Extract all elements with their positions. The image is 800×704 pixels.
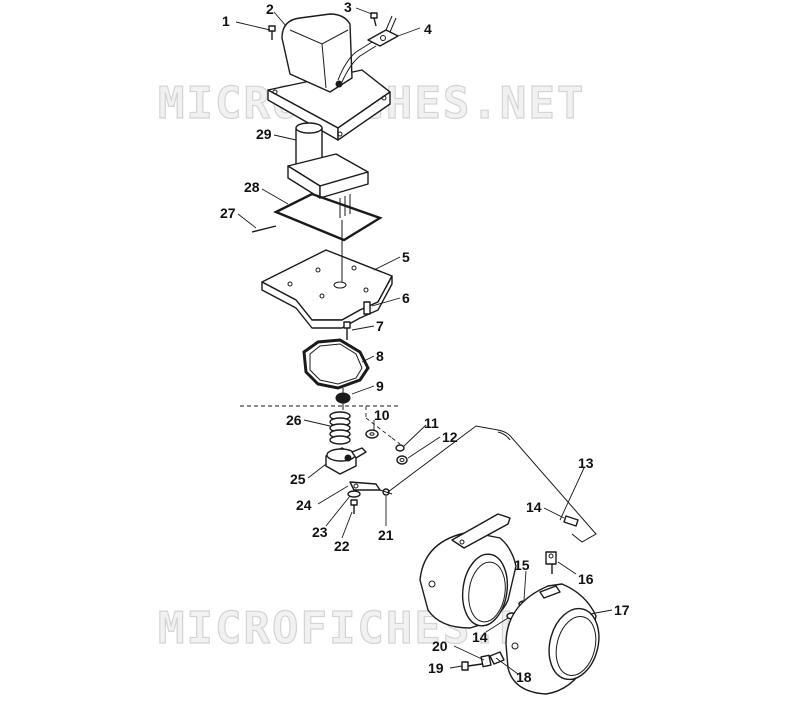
part-3-screw	[370, 12, 378, 27]
part-22-screw	[350, 499, 358, 514]
throttle-body-left	[419, 513, 517, 629]
callout-23: 23	[312, 524, 328, 540]
part-27-pin	[251, 225, 277, 233]
part-6-spacer	[363, 301, 371, 315]
callout-labels: 1 2 3 4 5 6 7 8 9 10 11 12 13 14 14 15 1…	[220, 0, 630, 685]
callout-13: 13	[578, 455, 594, 471]
callout-25: 25	[290, 471, 306, 487]
callout-16: 16	[578, 571, 594, 587]
part-13-rod	[387, 425, 597, 543]
part-20-spacer	[480, 654, 492, 668]
callout-18: 18	[516, 669, 532, 685]
callout-14-upper: 14	[526, 499, 542, 515]
callout-7: 7	[376, 318, 384, 334]
callout-27: 27	[220, 205, 236, 221]
part-14-bushing-upper	[563, 515, 579, 527]
callout-8: 8	[376, 348, 384, 364]
callout-29: 29	[256, 126, 272, 142]
part-11-washer	[395, 444, 405, 452]
part-5-base-plate	[261, 220, 393, 329]
callout-leader-lines	[235, 7, 613, 675]
callout-11: 11	[424, 415, 439, 431]
callout-24: 24	[296, 497, 312, 513]
part-16-linkage-end	[545, 551, 557, 574]
part-17-throttle-body-right	[505, 583, 600, 695]
callout-15: 15	[514, 557, 530, 573]
part-25-actuator	[325, 447, 367, 475]
part-29-motor	[287, 122, 369, 218]
callout-5: 5	[402, 249, 410, 265]
callout-26: 26	[286, 412, 302, 428]
callout-12: 12	[442, 429, 458, 445]
part-26-spring	[329, 411, 351, 445]
callout-6: 6	[402, 290, 410, 306]
callout-19: 19	[428, 660, 444, 676]
part-28-gasket	[273, 192, 383, 242]
part-4-bracket-plate	[367, 15, 399, 47]
callout-21: 21	[378, 527, 394, 543]
part-19-screw	[461, 661, 483, 671]
assembly-guide-lines	[240, 405, 401, 445]
part-1-screw	[268, 25, 276, 40]
callout-20: 20	[432, 638, 448, 654]
part-7-screw	[343, 321, 351, 340]
callout-10: 10	[374, 407, 390, 423]
callout-2: 2	[266, 1, 274, 17]
part-23-washer	[347, 490, 361, 498]
part-21-clip	[379, 488, 393, 496]
part-9-nut	[335, 388, 351, 410]
part-8-gasket	[302, 338, 370, 390]
callout-28: 28	[244, 179, 260, 195]
callout-9: 9	[376, 378, 384, 394]
part-12-nut	[396, 455, 408, 465]
callout-17: 17	[614, 602, 630, 618]
part-10-washer	[365, 429, 379, 439]
callout-14-lower: 14	[472, 629, 488, 645]
part-24-lever	[349, 481, 381, 491]
callout-4: 4	[424, 21, 432, 37]
callout-3: 3	[344, 0, 352, 15]
callout-22: 22	[334, 538, 350, 554]
callout-1: 1	[222, 13, 230, 29]
